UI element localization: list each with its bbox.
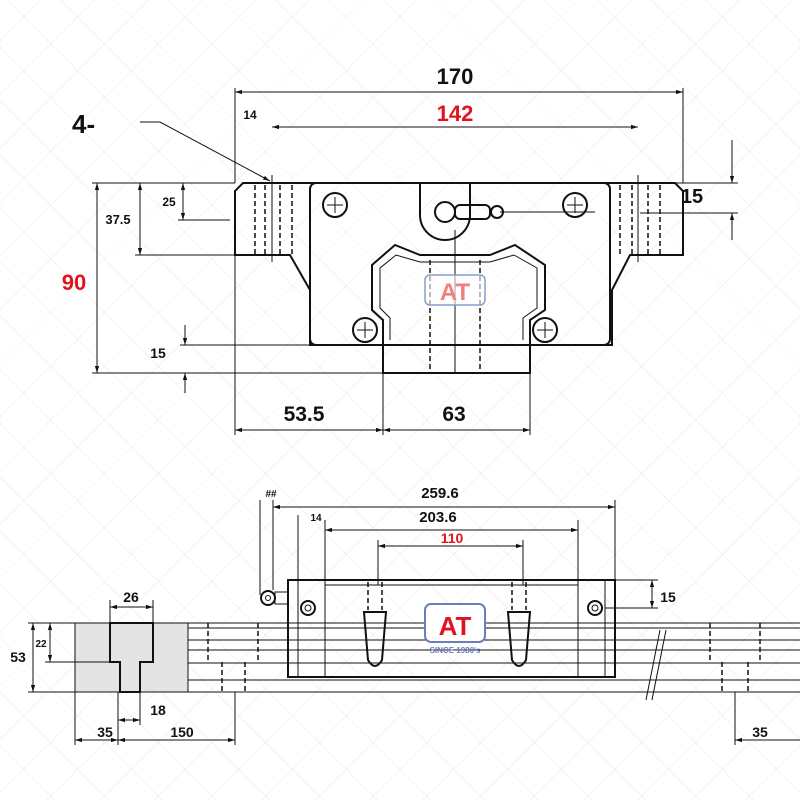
screw-icon: [352, 317, 378, 343]
dim-rail-width: 63: [442, 403, 465, 426]
front-view: 170 142 14 4- 90 37.5 25 15 15 53.5 63 A…: [62, 64, 738, 435]
rail-end-section: [74, 622, 189, 693]
dim-hole-spacing: 142: [437, 101, 474, 126]
screw-icon: [532, 317, 558, 343]
dim-nipple: ##: [265, 489, 277, 500]
dim-hole-edge: 14: [243, 108, 257, 122]
dim-26: 26: [123, 589, 139, 605]
dim-22: 22: [35, 639, 47, 650]
block-body: [309, 182, 611, 346]
dim-block-length: 259.6: [421, 485, 459, 502]
screw-icon: [562, 192, 588, 218]
dim-150: 150: [170, 724, 194, 740]
logo-mark: AT: [440, 279, 471, 306]
dim-18: 18: [150, 702, 166, 718]
dim-15: 15: [660, 589, 676, 605]
grease-nipple-icon: [419, 183, 595, 241]
dim-rail-clearance: 15: [150, 345, 166, 361]
side-seal-screw-icon: [587, 600, 603, 616]
hole-count-note: 4-: [72, 109, 95, 139]
screw-icon: [322, 192, 348, 218]
dim-37-5: 37.5: [105, 212, 130, 227]
block-outline: [234, 182, 684, 346]
dim-body-length: 203.6: [419, 509, 457, 526]
side-view: 259.6 ## 203.6 14 110 15 26 22 53 18 35 …: [10, 485, 800, 745]
dim-35-right: 35: [752, 724, 768, 740]
dim-53: 53: [10, 649, 26, 665]
logo: AT: [424, 274, 486, 306]
dim-35-left: 35: [97, 724, 113, 740]
side-seal-screw-icon: [300, 600, 316, 616]
dim-hole-pitch-length: 110: [441, 530, 464, 546]
dim-height: 90: [62, 270, 86, 295]
logo-mark: AT: [439, 611, 472, 641]
slider-block: [287, 579, 616, 678]
grease-nipple-icon: [260, 590, 289, 606]
dim-flange-thickness: 15: [681, 186, 703, 208]
rail-profile: [382, 345, 531, 374]
dim-overall-width: 170: [437, 64, 474, 89]
logo: AT SINCE 1980's: [424, 603, 486, 655]
logo-tagline: SINCE 1980's: [430, 646, 481, 655]
dim-53-5: 53.5: [284, 403, 325, 426]
dim-25: 25: [162, 195, 176, 209]
dim-14: 14: [310, 513, 322, 524]
